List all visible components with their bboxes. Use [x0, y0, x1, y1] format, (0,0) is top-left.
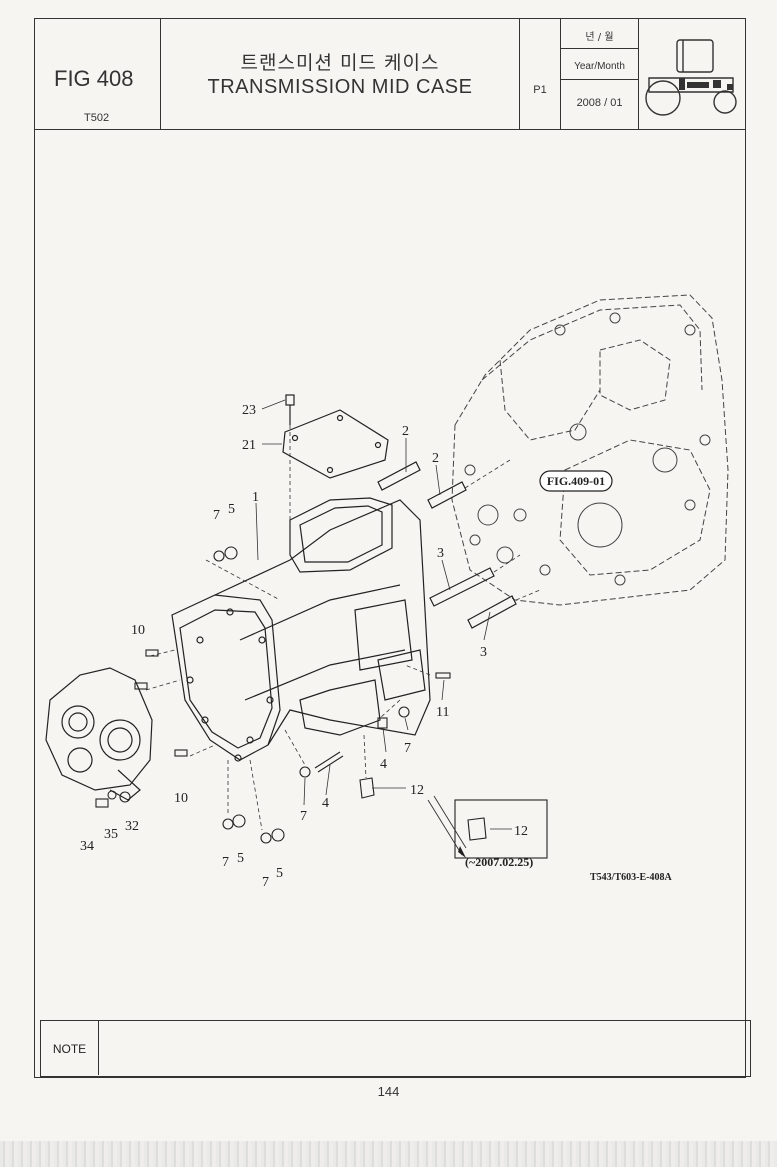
callout-2a: 2 [402, 424, 409, 439]
tractor-icon [645, 39, 737, 116]
fig-cell: FIG 408 T502 [34, 18, 161, 130]
title-korean: 트랜스미션 미드 케이스 [240, 52, 440, 74]
callout-3a: 3 [437, 546, 444, 561]
leader-lines [145, 425, 541, 831]
callout-11: 11 [436, 705, 449, 720]
note-label: NOTE [41, 1021, 99, 1075]
year-month-value: 2008 / 01 [576, 97, 623, 109]
callout-1: 1 [252, 490, 259, 505]
callout-4b: 4 [322, 796, 329, 811]
inset-date-note: (~2007.02.25) [465, 855, 533, 869]
title-english: TRANSMISSION MID CASE [207, 76, 473, 98]
callout-4a: 4 [380, 757, 387, 772]
page-id-cell: P1 [520, 18, 561, 130]
scan-artifact-strip [0, 1141, 777, 1167]
callout-7d: 7 [222, 855, 229, 870]
year-month-cell: 년 / 월 Year/Month 2008 / 01 [561, 18, 639, 130]
page-id: P1 [533, 84, 547, 96]
year-month-label: Year/Month [574, 61, 625, 72]
callout-7c: 7 [300, 809, 307, 824]
top-cover-plate [282, 409, 389, 479]
drawing-code: T543/T603-E-408A [590, 872, 672, 883]
model-code: T502 [84, 112, 110, 124]
year-month-korean: 년 / 월 [585, 32, 614, 43]
adjacent-case-holes [464, 312, 711, 586]
callout-7b: 7 [404, 741, 411, 756]
title-cell: 트랜스미션 미드 케이스 TRANSMISSION MID CASE [161, 18, 520, 130]
callout-7a: 7 [213, 508, 220, 523]
reference-figure-label: FIG.409-01 [547, 474, 605, 488]
fig-number: FIG 408 [54, 66, 134, 91]
callout-35: 35 [104, 827, 118, 842]
small-parts [95, 546, 451, 844]
tractor-icon-cell [639, 18, 746, 130]
callout-10a: 10 [131, 623, 145, 638]
callout-32: 32 [125, 819, 139, 834]
callout-10b: 10 [174, 791, 188, 806]
bolt-23 [285, 394, 295, 425]
callout-34: 34 [80, 839, 94, 854]
callout-2b: 2 [432, 451, 439, 466]
callout-7e: 7 [262, 875, 269, 890]
note-row: NOTE [40, 1020, 751, 1077]
callout-12: 12 [410, 783, 424, 798]
reference-figure-bubble [539, 470, 613, 492]
callout-3b: 3 [480, 645, 487, 660]
page-border [34, 18, 746, 1078]
front-cover-housing [45, 667, 153, 801]
header: FIG 408 T502 트랜스미션 미드 케이스 TRANSMISSION M… [34, 18, 746, 130]
callout-12b: 12 [514, 824, 528, 839]
inset-box [427, 795, 548, 859]
callout-leaders [255, 399, 491, 806]
exploded-parts-drawing: FIG.409-01 [45, 294, 729, 890]
callout-5b: 5 [237, 851, 244, 866]
callout-5c: 5 [276, 866, 283, 881]
adjacent-case-outline [451, 294, 729, 606]
callout-21: 21 [242, 438, 256, 453]
callout-5a: 5 [228, 502, 235, 517]
callout-23: 23 [242, 403, 256, 418]
mid-case-body [171, 497, 431, 762]
page-number: 144 [377, 1084, 400, 1099]
stud-bolts [377, 461, 517, 629]
